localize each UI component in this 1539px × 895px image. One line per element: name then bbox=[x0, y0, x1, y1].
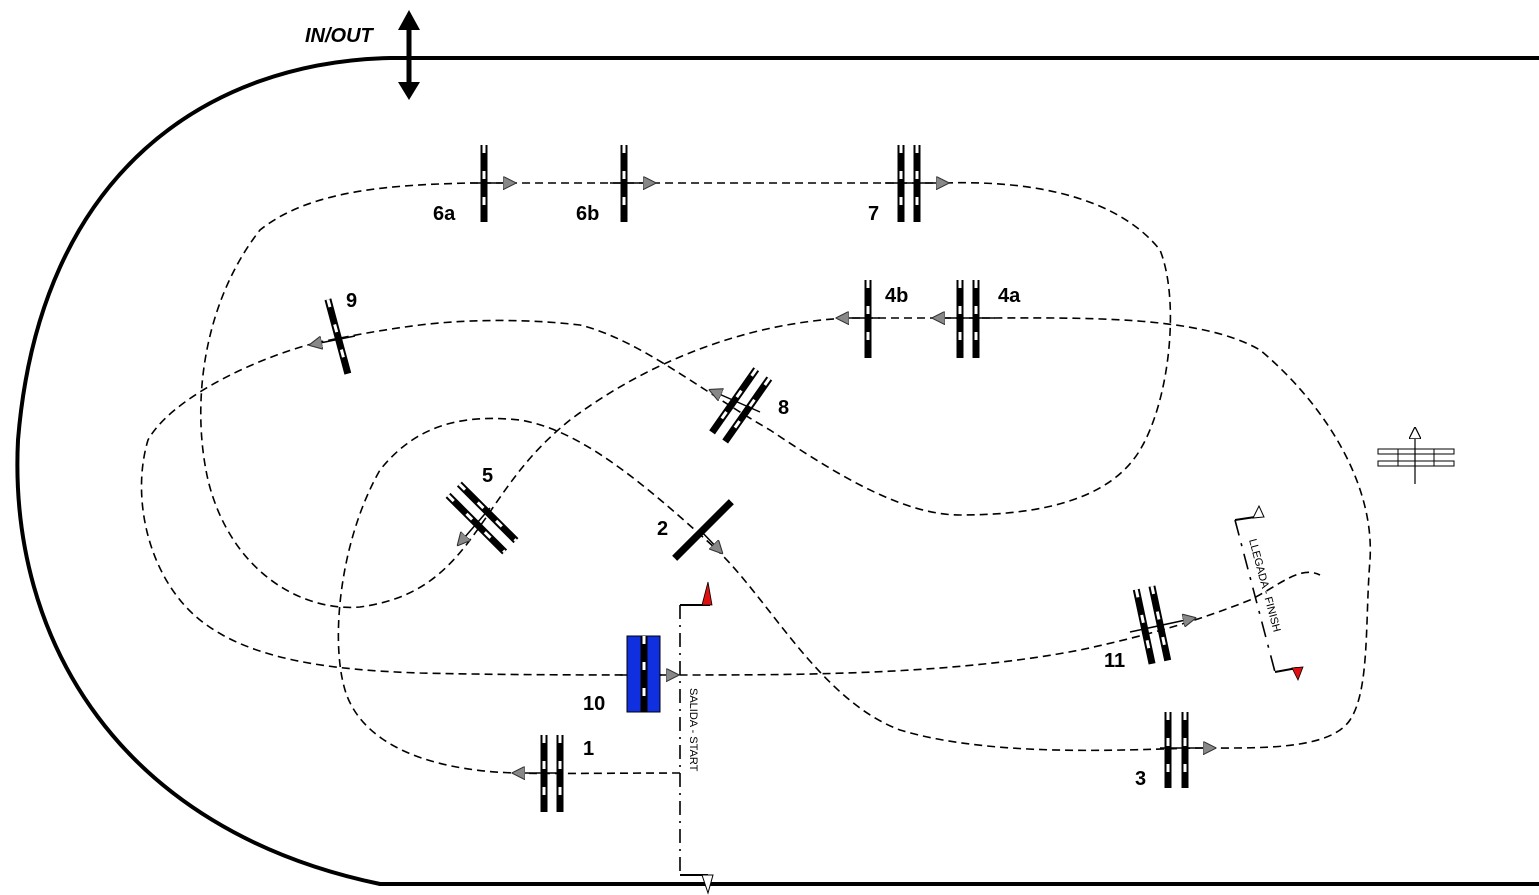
course-route bbox=[140, 181, 1372, 775]
obstacle-label-4a: 4a bbox=[998, 285, 1021, 307]
start-flag-icon bbox=[701, 581, 713, 606]
entrance-label: IN/OUT bbox=[305, 25, 375, 47]
obstacle-3 bbox=[1164, 712, 1189, 788]
obstacle-label-3: 3 bbox=[1135, 768, 1146, 790]
obstacle-2 bbox=[672, 499, 734, 561]
obstacle-1 bbox=[540, 735, 564, 812]
finish-line bbox=[1234, 504, 1304, 681]
obstacle-label-1: 1 bbox=[583, 738, 594, 760]
obstacle-7 bbox=[897, 145, 921, 222]
arena-boundary bbox=[15, 56, 1539, 886]
practice-fence-icon bbox=[1377, 428, 1455, 484]
obstacle-label-5: 5 bbox=[482, 465, 493, 487]
obstacle-label-11: 11 bbox=[1104, 650, 1125, 672]
start-flag-white-icon bbox=[701, 874, 714, 895]
start-line-label: SALIDA - START bbox=[687, 688, 699, 772]
obstacle-label-9: 9 bbox=[346, 290, 357, 312]
finish-flag-icon bbox=[1291, 666, 1304, 681]
entrance-arrow bbox=[398, 10, 420, 100]
obstacle-4a bbox=[956, 280, 980, 358]
obstacle-label-10: 10 bbox=[583, 693, 605, 715]
obstacle-label-6a: 6a bbox=[433, 203, 456, 225]
finish-line-label: LLEGADA - FINISH bbox=[1246, 538, 1282, 634]
obstacle-9 bbox=[324, 298, 352, 375]
obstacle-11 bbox=[1132, 585, 1172, 665]
route-direction-arrows bbox=[310, 183, 1215, 773]
start-line bbox=[679, 581, 714, 895]
obstacle-label-6b: 6b bbox=[576, 203, 599, 225]
obstacle-8 bbox=[709, 367, 773, 444]
obstacle-label-8: 8 bbox=[778, 397, 789, 419]
finish-flag-white-icon bbox=[1252, 504, 1265, 519]
obstacle-label-4b: 4b bbox=[885, 285, 908, 307]
obstacle-10-water bbox=[626, 635, 661, 713]
obstacle-label-2: 2 bbox=[657, 518, 668, 540]
obstacle-label-7: 7 bbox=[868, 203, 879, 225]
obstacle-5 bbox=[445, 481, 519, 555]
